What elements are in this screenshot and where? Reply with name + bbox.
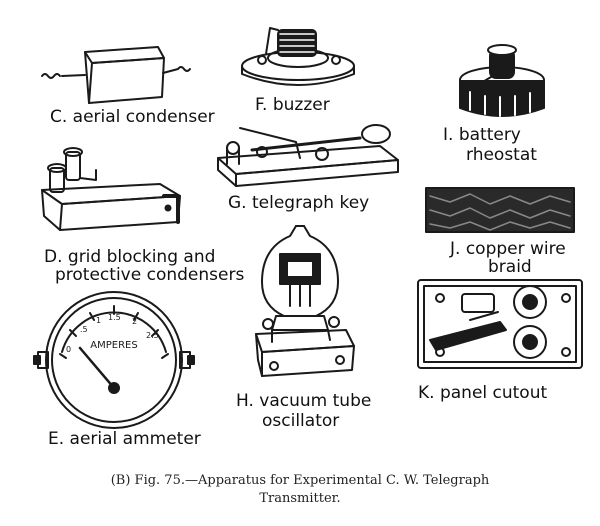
- grid-blocking-condensers-drawing: [41, 147, 181, 231]
- label-telegraph-key: G. telegraph key: [228, 193, 370, 213]
- ammeter-tick-5: 2.5: [146, 331, 159, 340]
- label-buzzer: F. buzzer: [255, 95, 330, 115]
- aerial-condenser-drawing: [41, 46, 191, 104]
- label-rheostat: rheostat: [466, 145, 537, 165]
- buzzer-drawing: [241, 27, 355, 86]
- label-battery: I. battery: [443, 125, 521, 145]
- figure-caption-line-2: Transmitter.: [259, 491, 341, 506]
- telegraph-key-drawing: [217, 124, 399, 187]
- aerial-ammeter-drawing: [33, 291, 195, 429]
- copper-braid-drawing: [425, 187, 575, 233]
- label-protective-condensers: protective condensers: [55, 265, 245, 285]
- ammeter-dial-text: AMPERES 0 .5 1 1.5 2 2.5: [66, 313, 159, 354]
- label-braid: braid: [488, 257, 532, 277]
- vacuum-tube-drawing: [255, 225, 355, 377]
- panel-cutout-drawing: [417, 279, 583, 369]
- label-oscillator: oscillator: [262, 411, 340, 431]
- battery-rheostat-drawing: [459, 44, 545, 117]
- figure-caption-line-1: (B) Fig. 75.—Apparatus for Experimental …: [110, 473, 490, 488]
- ammeter-tick-4: 2: [132, 317, 137, 326]
- label-vacuum-tube: H. vacuum tube: [236, 391, 372, 411]
- ammeter-tick-2: 1: [96, 316, 101, 325]
- label-panel-cutout: K. panel cutout: [418, 383, 548, 403]
- ammeter-unit: AMPERES: [90, 340, 137, 351]
- label-aerial-ammeter: E. aerial ammeter: [48, 429, 201, 449]
- ammeter-tick-3: 1.5: [108, 313, 121, 322]
- ammeter-tick-0: 0: [66, 345, 71, 354]
- ammeter-tick-1: .5: [80, 325, 88, 334]
- label-grid-blocking: D. grid blocking and: [44, 247, 216, 267]
- label-copper-wire: J. copper wire: [450, 239, 566, 259]
- label-aerial-condenser: C. aerial condenser: [50, 107, 215, 127]
